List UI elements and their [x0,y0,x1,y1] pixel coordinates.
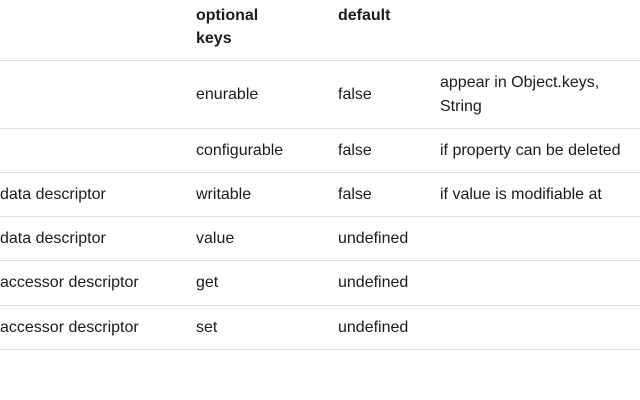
table-header: optional keys default [0,0,640,62]
optional-key-text: value [196,230,235,248]
column-header-default-label: default [338,7,391,24]
description-text [440,327,640,328]
cell-optional-key: set [188,305,330,350]
column-header-optional-keys-label: optional keys [196,7,259,48]
descriptor-kind-text: data descriptor [0,185,106,203]
column-header-description [430,0,640,62]
table-row: accessor descriptor get undefined [0,260,640,306]
default-value-text: false [338,85,372,103]
table-row: enurable false appear in Object.keys, St… [0,60,640,129]
cell-default-value: undefined [330,216,430,262]
optional-key-text: get [196,274,219,292]
cell-description [430,305,640,350]
table-row: data descriptor value undefined [0,216,640,262]
cell-default-value: undefined [330,305,430,350]
cell-default-value: false [330,60,430,129]
cell-descriptor-kind: accessor descriptor [0,305,188,350]
cell-description: if value is modifiable at [430,172,640,218]
description-text: if value is modifiable at [440,185,602,203]
cell-description [430,260,640,306]
cell-description [430,216,640,262]
cell-optional-key: writable [188,172,330,218]
property-descriptor-table: optional keys default enurable fa [0,0,640,350]
cell-descriptor-kind [0,128,188,173]
cell-default-value: false [330,172,430,218]
default-value-text: undefined [338,230,409,248]
table-row: accessor descriptor set undefined [0,305,640,350]
description-text [440,282,640,283]
descriptor-kind-text: accessor descriptor [0,274,139,292]
table-row: data descriptor writable false if value … [0,172,640,218]
cell-optional-key: enurable [188,60,330,129]
optional-key-text: set [196,318,218,336]
cell-description: if property can be deleted [430,128,640,173]
table-row: configurable false if property can be de… [0,128,640,173]
column-header-optional-keys: optional keys [188,0,330,62]
description-text: appear in Object.keys, String [440,74,600,115]
cell-description: appear in Object.keys, String [430,60,640,129]
cell-optional-key: value [188,216,330,262]
cell-optional-key: get [188,260,330,306]
descriptor-kind-text: accessor descriptor [0,318,139,336]
description-text: if property can be deleted [440,141,621,159]
default-value-text: false [338,185,372,203]
default-value-text: false [338,141,372,159]
cell-descriptor-kind: data descriptor [0,216,188,262]
default-value-text: undefined [338,318,409,336]
cell-default-value: undefined [330,260,430,306]
default-value-text: undefined [338,274,409,292]
optional-key-text: configurable [196,141,284,159]
cell-default-value: false [330,128,430,173]
table-header-row: optional keys default [0,0,640,62]
cell-optional-key: configurable [188,128,330,173]
optional-key-text: writable [196,185,252,203]
column-header-default: default [330,0,430,62]
cell-descriptor-kind: data descriptor [0,172,188,218]
table-body: enurable false appear in Object.keys, St… [0,60,640,350]
descriptor-kind-text: data descriptor [0,230,106,248]
optional-key-text: enurable [196,85,259,103]
cell-descriptor-kind: accessor descriptor [0,260,188,306]
cell-descriptor-kind [0,60,188,129]
column-header-descriptor-kind [0,0,188,62]
description-text [440,238,640,239]
